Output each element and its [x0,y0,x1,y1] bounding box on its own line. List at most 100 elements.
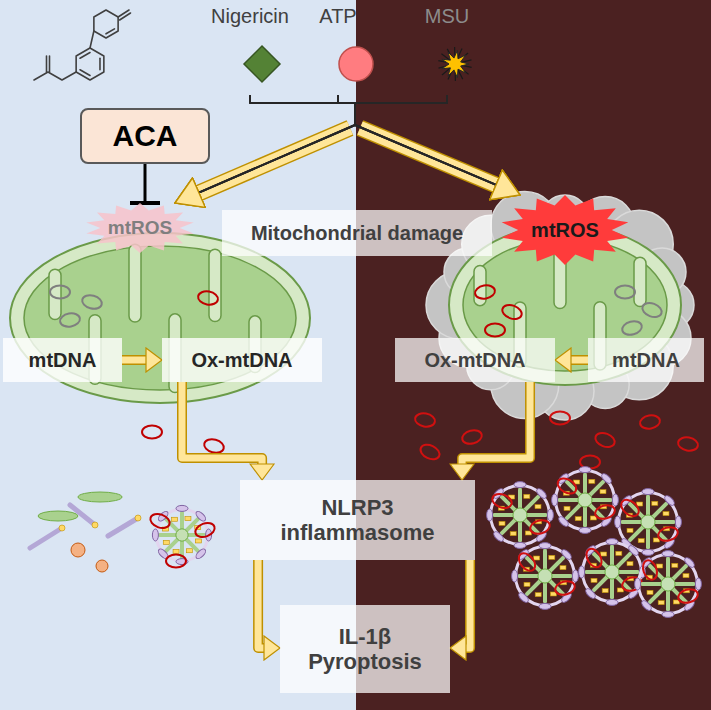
wheel-bead [635,578,641,590]
connector-group [462,382,530,464]
inflammasome-wheel [552,467,619,534]
arrow-connector [355,95,496,185]
wheel-tag [186,549,192,553]
circle-icon [339,47,373,81]
inflammasome-wheel [635,551,702,618]
wheel-tag [195,539,201,543]
ox-mtdna-oval [529,518,552,536]
protein-disc [38,511,78,521]
ox-mtdna-oval [555,475,579,496]
arrow-connector [199,95,355,193]
connector-group [199,95,447,193]
wheel-bead [539,543,551,549]
double-bond [106,29,114,34]
protein-rod [108,518,138,536]
background-left [0,0,356,710]
protein-disc [78,492,122,502]
carbonyl-bond [120,13,131,20]
wheel-tag [163,540,169,544]
wheel-tag [564,506,570,510]
wheel-bead [642,549,654,555]
wheel-bead [584,587,597,600]
wheel-bead [579,467,591,473]
arrow-connector [250,95,496,185]
label-box: Ox-mtDNA [162,338,322,382]
wheel-bead [176,505,188,511]
wheel-tag [589,479,595,483]
protein-rod [30,528,62,548]
wheel-bead [683,556,696,569]
wheel-bead [662,611,674,617]
connector-group [338,95,496,185]
diamond-node: Nigericin [200,3,300,95]
protein-rod [70,505,95,525]
wheel-bead [487,509,493,521]
wheel-tag [172,517,178,521]
ox-mtdna-oval [197,290,219,306]
connector-outline [258,560,264,648]
pyranone-ring [94,10,118,38]
protein-tip [135,515,141,521]
connector-group [182,382,262,464]
wheel-bead [492,530,505,543]
arrow-connector [199,95,447,193]
connector-group [199,95,355,193]
starburst [86,203,193,253]
wheel-tag [510,532,516,536]
node-label: mtROS [108,217,172,239]
protein-tip [59,525,65,531]
wheel-tag [627,562,633,566]
mtdna-oval [640,300,663,319]
wheel-hub [538,569,552,583]
wheel-bead [539,603,551,609]
wheel-bead [547,509,553,521]
wheel-tag [524,494,530,498]
mtdna-oval [81,293,104,311]
wheel-tag [647,590,653,594]
label-box: mtDNA [588,338,704,382]
node-label: IL-1β Pyroptosis [295,624,435,675]
wheel-ring [583,543,642,602]
label-box: IL-1β Pyroptosis [280,605,450,693]
wheel-tag [524,582,530,586]
arrow-connector [571,357,588,364]
node-label: ACA [113,119,178,154]
label-box: ACA [80,108,210,164]
wheel-bead [514,482,526,488]
wheel-bead [642,489,654,495]
ox-mtdna-oval [418,442,442,462]
wheel-ring [619,493,678,552]
wheel-bead [552,494,558,506]
wheel-tag [185,517,191,521]
wheel-tag [549,555,555,559]
wheel-hub [661,577,675,591]
protein-tip [92,522,98,528]
node-label: ATP [319,5,356,28]
wheel-tag [173,549,179,553]
wheel-bead [579,527,591,533]
wheel-tag [600,490,606,494]
wheel-ring [639,555,698,614]
wheel-tag [652,501,658,505]
ox-mtdna-oval [485,324,505,337]
starburst [502,195,629,265]
ox-mtdna-oval [593,430,616,449]
inhibition-line [144,164,147,203]
wheel-bead [663,494,676,507]
wheel-bead [194,510,207,523]
mtdna-oval [50,286,70,299]
node-label: MSU [425,5,469,28]
ox-mtdna-oval [677,587,700,605]
wheel-ring [156,509,208,561]
inflammasome-cluster [487,467,702,618]
ox-mtdna-oval [583,546,604,570]
wheel-tag [535,505,541,509]
label-box: NLRP3 inflammasome [240,480,475,560]
wheel-tag [627,528,633,532]
mtdna-oval [615,286,635,299]
connector-outline [122,355,146,365]
ox-mtdna-oval [657,525,680,543]
arrow-connector [122,357,146,364]
arrow-connector [466,560,470,648]
